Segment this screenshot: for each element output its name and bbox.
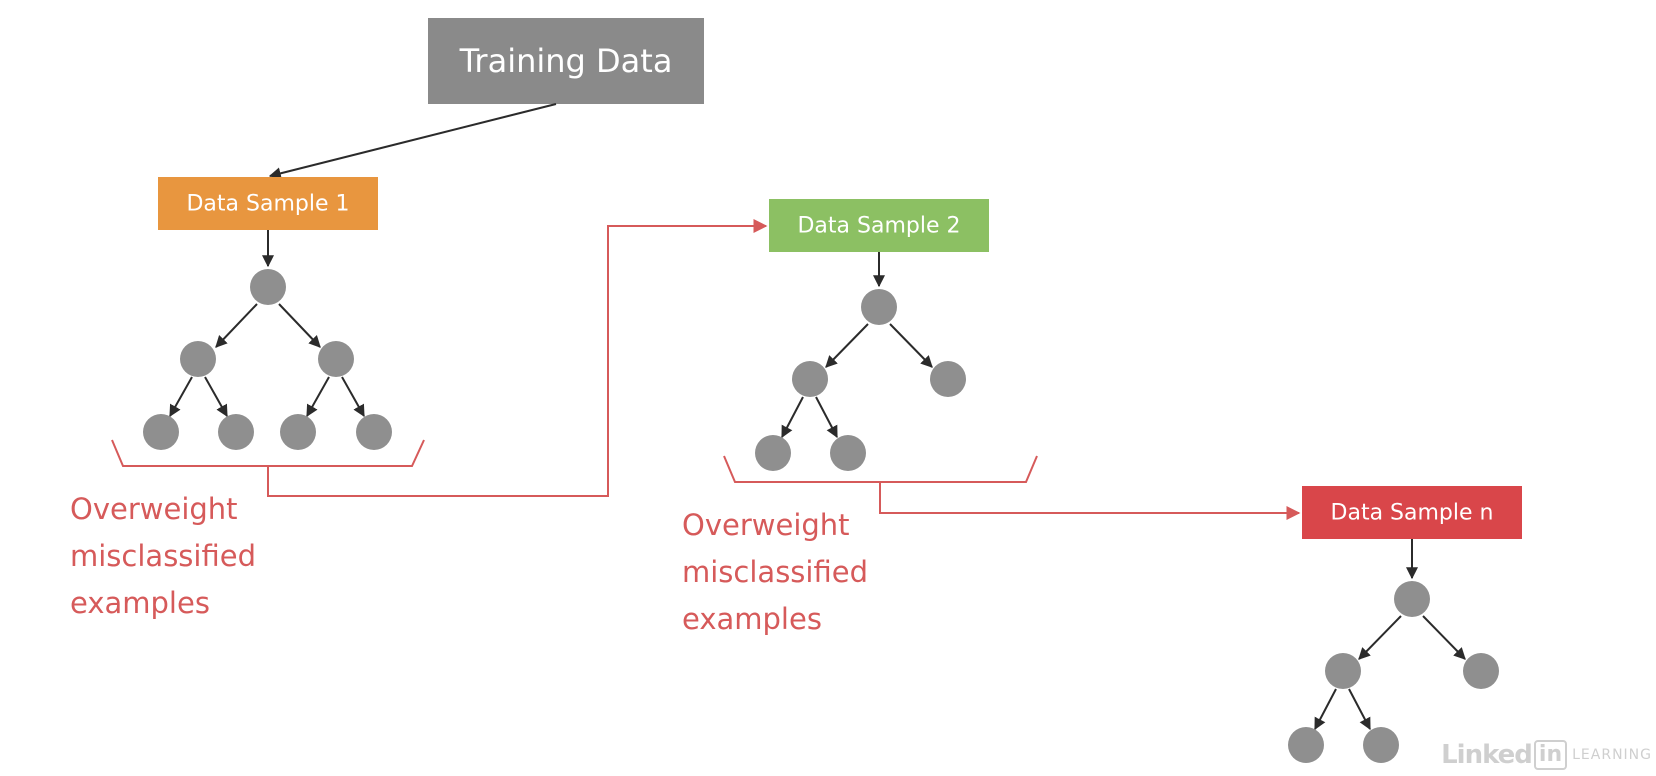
watermark-learning-text: LEARNING xyxy=(1572,747,1652,763)
tree-2-node xyxy=(930,361,966,397)
tree-2-leaf xyxy=(755,435,791,471)
tree-1-node xyxy=(180,341,216,377)
tree-1-leaf xyxy=(356,414,392,450)
sample-label-n: Data Sample n xyxy=(1331,501,1494,526)
feedback-arrow-to-sample-n xyxy=(879,482,1301,520)
tree-n-node xyxy=(1325,653,1361,689)
sample-node-2: Data Sample 2 xyxy=(769,199,989,252)
arrow-training-to-sample-1 xyxy=(268,103,557,180)
training-data-node: Training Data xyxy=(428,18,704,104)
tree-n-node xyxy=(1463,653,1499,689)
tree-2-root xyxy=(861,289,897,325)
feedback-arrow-to-sample-2 xyxy=(267,219,768,497)
tree-n-root xyxy=(1394,581,1430,617)
sample-label-1: Data Sample 1 xyxy=(186,192,349,217)
tree-2 xyxy=(755,252,966,471)
overweight-note-1: Overweight misclassified examples xyxy=(70,492,256,620)
tree-1-root xyxy=(250,269,286,305)
overweight-note-2: Overweight misclassified examples xyxy=(682,508,868,636)
sample-node-1: Data Sample 1 xyxy=(158,177,378,230)
tree-2-node xyxy=(792,361,828,397)
tree-n-leaf xyxy=(1363,727,1399,763)
tree-1-node xyxy=(318,341,354,377)
sample-label-2: Data Sample 2 xyxy=(797,214,960,239)
tree-1 xyxy=(143,230,392,450)
tree-2-leaf xyxy=(830,435,866,471)
watermark-in-logo: in xyxy=(1533,740,1568,770)
tree-n-leaf xyxy=(1288,727,1324,763)
linkedin-learning-watermark: Linked in LEARNING xyxy=(1441,740,1652,770)
tree-n xyxy=(1288,539,1499,763)
sample-node-n: Data Sample n xyxy=(1302,486,1522,539)
training-data-label: Training Data xyxy=(459,42,673,80)
tree-1-leaf xyxy=(280,414,316,450)
tree-1-leaf xyxy=(218,414,254,450)
watermark-linked-text: Linked xyxy=(1441,740,1533,770)
tree-1-leaf xyxy=(143,414,179,450)
